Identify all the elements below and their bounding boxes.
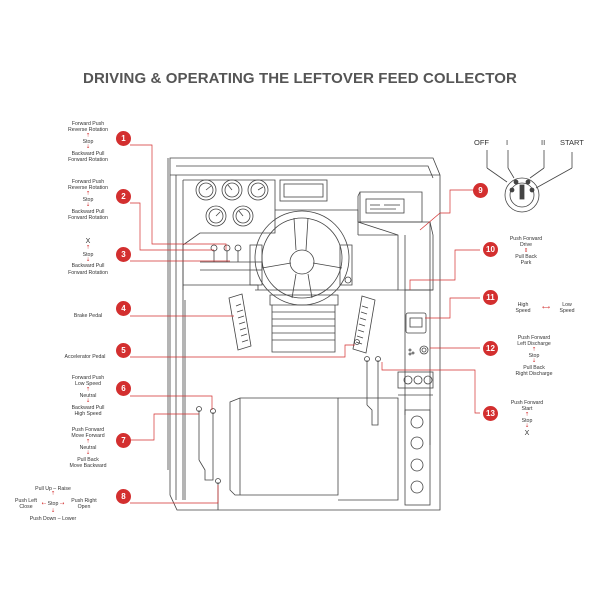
control-8-up-label: Pull Up – Raise	[35, 486, 71, 492]
control-8-stop-label: ⇠ Stop ⇢	[41, 501, 65, 507]
callout-9: 9	[473, 183, 488, 198]
callout-13: 13	[483, 406, 498, 421]
callout-12: 12	[483, 341, 498, 356]
switch-i-label: I	[506, 138, 509, 147]
callout-4: 4	[116, 301, 131, 316]
arrow-up-icon: ⇡	[524, 411, 530, 418]
arrow-down-icon: ⇣	[85, 144, 91, 151]
control-levers	[200, 244, 263, 271]
arrow-down-icon: ⇣	[85, 202, 91, 209]
joystick-levers	[184, 300, 381, 510]
brake-pedal	[228, 293, 252, 351]
right-console-controls	[397, 312, 434, 396]
steering-wheel	[249, 210, 353, 306]
steering-column	[255, 289, 350, 353]
callout-3: 3	[116, 247, 131, 262]
switch-start-label: START	[560, 138, 584, 147]
control-8-down-label: Push Down – Lower	[29, 516, 77, 522]
switch-ii-label: II	[541, 138, 546, 147]
callout-1: 1	[116, 131, 131, 146]
callout-8: 8	[116, 489, 131, 504]
arrow-up-icon: ⇡	[531, 346, 537, 353]
arrow-down-icon: ⇣	[85, 256, 91, 263]
arrow-up-icon: ⇡	[85, 190, 91, 197]
arrow-leftright-icon: ⟷	[542, 305, 550, 311]
gauge-cluster	[195, 179, 269, 227]
control-5-label: Accelerator Pedal	[64, 354, 106, 360]
arrow-down-icon: ⇣	[85, 450, 91, 457]
callout-7: 7	[116, 433, 131, 448]
operator-seat	[229, 397, 399, 501]
callout-5: 5	[116, 343, 131, 358]
callout-2: 2	[116, 189, 131, 204]
accelerator-pedal	[352, 295, 376, 354]
top-display	[279, 179, 328, 202]
arrow-right-icon: ⇢	[59, 501, 65, 507]
arrow-up-icon: ⇡	[85, 438, 91, 445]
arrow-updown-icon: ⇕	[523, 247, 529, 254]
ignition-switch	[486, 150, 573, 213]
control-4-label: Brake Pedal	[73, 313, 103, 319]
leader-lines	[130, 144, 480, 504]
arrow-up-icon: ⇡	[50, 491, 56, 497]
arrow-up-icon: ⇡	[85, 245, 91, 251]
arrow-up-icon: ⇡	[85, 132, 91, 139]
arrow-down-icon: ⇣	[50, 508, 56, 514]
monitor-unit	[357, 191, 423, 223]
arrow-down-icon: ⇣	[524, 423, 530, 430]
page-title: DRIVING & OPERATING THE LEFTOVER FEED CO…	[83, 70, 517, 87]
callout-10: 10	[483, 242, 498, 257]
arrow-up-icon: ⇡	[85, 386, 91, 393]
callout-11: 11	[483, 290, 498, 305]
callout-6: 6	[116, 381, 131, 396]
arrow-down-icon: ⇣	[85, 398, 91, 405]
side-panel	[404, 409, 431, 506]
arrow-down-icon: ⇣	[531, 358, 537, 365]
switch-off-label: OFF	[474, 138, 489, 147]
arrow-left-icon: ⇠	[41, 501, 47, 507]
